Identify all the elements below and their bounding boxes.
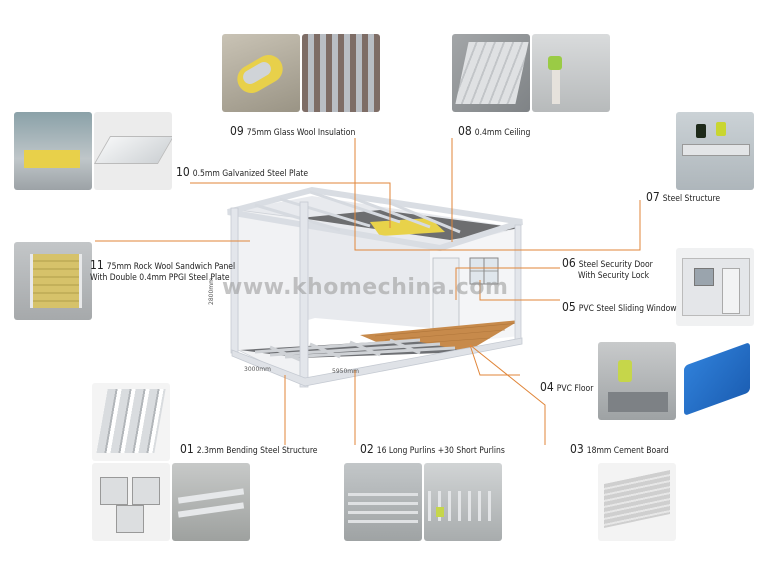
label-part-11-line2: With Double 0.4mm PPGI Steel Plate [90,273,230,283]
photo-security-door [676,248,754,326]
photo-steel-beams [172,463,250,541]
photo-steel-plate-workers [14,112,92,190]
watermark: www.khomechina.com [222,275,509,300]
photo-ceiling-panels [452,34,530,112]
photo-pvc-floor-roll [678,342,756,420]
label-part-06-line2: With Security Lock [578,271,650,281]
photo-bent-steel [92,383,170,461]
floor-purlins [254,338,456,362]
photo-long-purlins [344,463,422,541]
photo-short-purlins [424,463,502,541]
photo-ceiling-install [532,34,610,112]
roof-frame [227,186,523,252]
glass-wool [370,218,445,236]
dim-width: 3000mm [244,366,271,373]
photo-glass-wool-roll [222,34,300,112]
photo-corner-castings [92,463,170,541]
photo-steel-plate [94,112,172,190]
photo-steel-structure [676,112,754,190]
photo-roof-insulation [302,34,380,112]
photo-cement-board [598,463,676,541]
photo-rock-wool-panel [14,242,92,320]
dim-length: 5950mm [332,368,359,375]
photo-pvc-floor-install [598,342,676,420]
leader-lines [95,138,641,445]
bottom-rail [231,337,523,387]
